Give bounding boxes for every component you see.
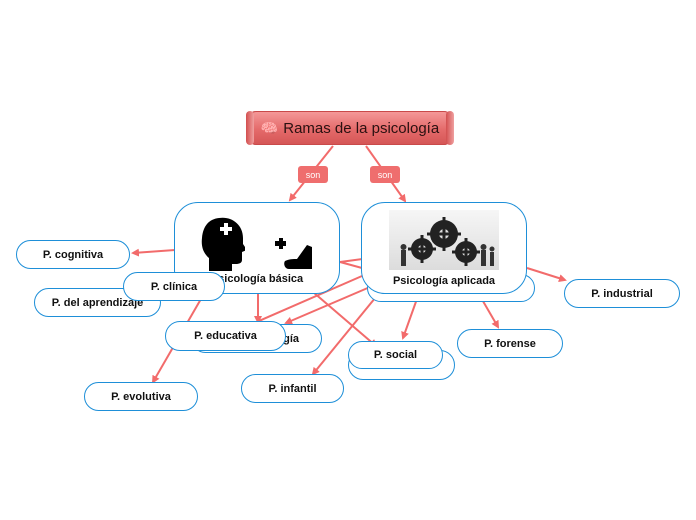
node-p-cognitiva[interactable]: P. cognitiva: [16, 240, 130, 269]
brain-icon: 🧠: [260, 120, 279, 136]
root-right-cap: [446, 111, 454, 145]
node-p-industrial-label: P. industrial: [591, 287, 653, 300]
head-puzzle-icon: [201, 217, 245, 271]
root-title: Ramas de la psicología: [283, 119, 440, 137]
node-p-cognitiva-label: P. cognitiva: [42, 248, 104, 261]
node-p-clinica[interactable]: P. clínica: [123, 272, 225, 301]
link-basica-cognitiva: [131, 248, 176, 257]
link-aplicada-infantil: [311, 291, 381, 376]
node-p-evolutiva[interactable]: P. evolutiva: [84, 382, 198, 411]
node-psicologia-basica-label: Psicología básica: [210, 273, 304, 285]
root-left-cap: [246, 111, 254, 145]
node-p-industrial[interactable]: P. industrial: [564, 279, 680, 308]
node-p-clinica-label: P. clínica: [150, 280, 198, 293]
root-topic[interactable]: 🧠 Ramas de la psicología: [246, 111, 454, 145]
gears-people-image: [389, 210, 499, 270]
link-basica-aplicada: [339, 261, 363, 269]
node-partial-gia-label: gía: [283, 332, 299, 345]
node-psicologia-aplicada-label: Psicología aplicada: [392, 275, 496, 287]
node-p-social[interactable]: P. social: [348, 341, 443, 369]
node-p-educativa-label: P. educativa: [194, 330, 257, 342]
connector-label-aplicada: son: [370, 166, 400, 183]
node-psicologia-aplicada[interactable]: Psicología aplicada: [361, 202, 527, 294]
node-p-evolutiva-label: P. evolutiva: [111, 390, 171, 403]
link-aplicada-educativa: [284, 286, 371, 325]
link-aplicada-industrial: [526, 267, 567, 283]
node-p-aprendizaje-label: P. del aprendizaje: [51, 296, 144, 309]
node-p-forense-label: P. forense: [484, 337, 536, 350]
link-aplicada-social: [401, 295, 419, 340]
hand-puzzle-icon: [275, 238, 312, 269]
node-p-forense[interactable]: P. forense: [457, 329, 563, 358]
node-p-infantil[interactable]: P. infantil: [241, 374, 344, 403]
node-p-social-label: P. social: [373, 349, 418, 361]
connector-label-basica: son: [298, 166, 328, 183]
node-p-educativa[interactable]: P. educativa: [165, 321, 286, 351]
node-p-infantil-label: P. infantil: [268, 382, 317, 395]
node-p-aprendizaje[interactable]: P. del aprendizaje: [34, 288, 161, 317]
link-basica-social: [312, 291, 378, 348]
